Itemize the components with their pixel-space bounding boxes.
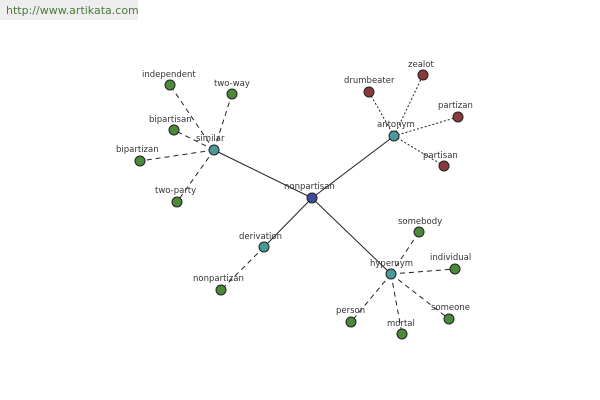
- node-label-similar: similar: [196, 134, 225, 144]
- edge-hypernym-someone: [390, 273, 450, 320]
- node-label-antonym: antonym: [377, 120, 415, 130]
- edge-similar-two-way: [213, 93, 233, 151]
- node-label-drumbeater: drumbeater: [344, 76, 395, 86]
- node-leaf-zealot[interactable]: [417, 69, 429, 81]
- edge-similar-independent: [169, 84, 215, 151]
- node-label-person: person: [336, 306, 365, 316]
- edge-center-similar: [213, 149, 313, 199]
- node-relation-hypernym[interactable]: [385, 268, 397, 280]
- node-leaf-drumbeater[interactable]: [363, 86, 375, 98]
- node-leaf-partizan[interactable]: [452, 111, 464, 123]
- node-leaf-partisan[interactable]: [438, 160, 450, 172]
- node-leaf-bipartizan[interactable]: [134, 155, 146, 167]
- edge-similar-two-party: [176, 149, 215, 203]
- nodes-layer: [134, 69, 464, 340]
- node-leaf-someone[interactable]: [443, 313, 455, 325]
- node-label-derivation: derivation: [239, 232, 282, 242]
- node-label-nonpartizan: nonpartizan: [193, 274, 244, 284]
- node-label-partizan: partizan: [438, 101, 473, 111]
- edges-layer: [139, 74, 459, 335]
- node-leaf-person[interactable]: [345, 316, 357, 328]
- node-label-partisan: partisan: [423, 151, 458, 161]
- edge-antonym-partizan: [393, 116, 459, 137]
- node-leaf-two-way[interactable]: [226, 88, 238, 100]
- node-leaf-somebody[interactable]: [413, 226, 425, 238]
- edge-antonym-drumbeater: [368, 91, 395, 137]
- node-label-hypernym: hypernym: [370, 259, 413, 269]
- node-label-bipartisan: bipartisan: [149, 115, 192, 125]
- edge-center-derivation: [263, 197, 313, 248]
- edge-similar-bipartizan: [139, 149, 215, 162]
- node-relation-antonym[interactable]: [388, 130, 400, 142]
- edge-center-antonym: [311, 135, 395, 199]
- node-relation-derivation[interactable]: [258, 241, 270, 253]
- node-relation-similar[interactable]: [208, 144, 220, 156]
- edge-antonym-partisan: [393, 135, 445, 167]
- edge-hypernym-individual: [390, 268, 456, 275]
- node-label-center: nonpartisan: [284, 182, 335, 192]
- edge-hypernym-mortal: [390, 273, 403, 335]
- node-label-two-party: two-party: [155, 186, 196, 196]
- node-leaf-bipartisan[interactable]: [168, 124, 180, 136]
- node-label-mortal: mortal: [387, 319, 415, 329]
- node-label-two-way: two-way: [214, 79, 250, 89]
- edge-hypernym-person: [350, 273, 392, 323]
- url-banner: http://www.artikata.com: [0, 0, 139, 20]
- edge-similar-bipartisan: [173, 129, 215, 151]
- site-url[interactable]: http://www.artikata.com: [6, 4, 139, 17]
- edge-derivation-nonpartizan: [220, 246, 265, 291]
- node-leaf-two-party[interactable]: [171, 196, 183, 208]
- node-label-someone: someone: [431, 303, 470, 313]
- node-label-somebody: somebody: [398, 217, 442, 227]
- node-label-individual: individual: [430, 253, 471, 263]
- node-leaf-nonpartizan[interactable]: [215, 284, 227, 296]
- node-leaf-mortal[interactable]: [396, 328, 408, 340]
- node-label-zealot: zealot: [408, 60, 434, 70]
- node-leaf-independent[interactable]: [164, 79, 176, 91]
- node-label-independent: independent: [142, 70, 196, 80]
- node-leaf-individual[interactable]: [449, 263, 461, 275]
- edge-center-hypernym: [311, 197, 392, 275]
- edge-antonym-zealot: [393, 74, 424, 137]
- node-label-bipartizan: bipartizan: [116, 145, 159, 155]
- labels-layer: nonpartisan similar independent two-way bipa…: [116, 60, 473, 329]
- node-center[interactable]: [306, 192, 318, 204]
